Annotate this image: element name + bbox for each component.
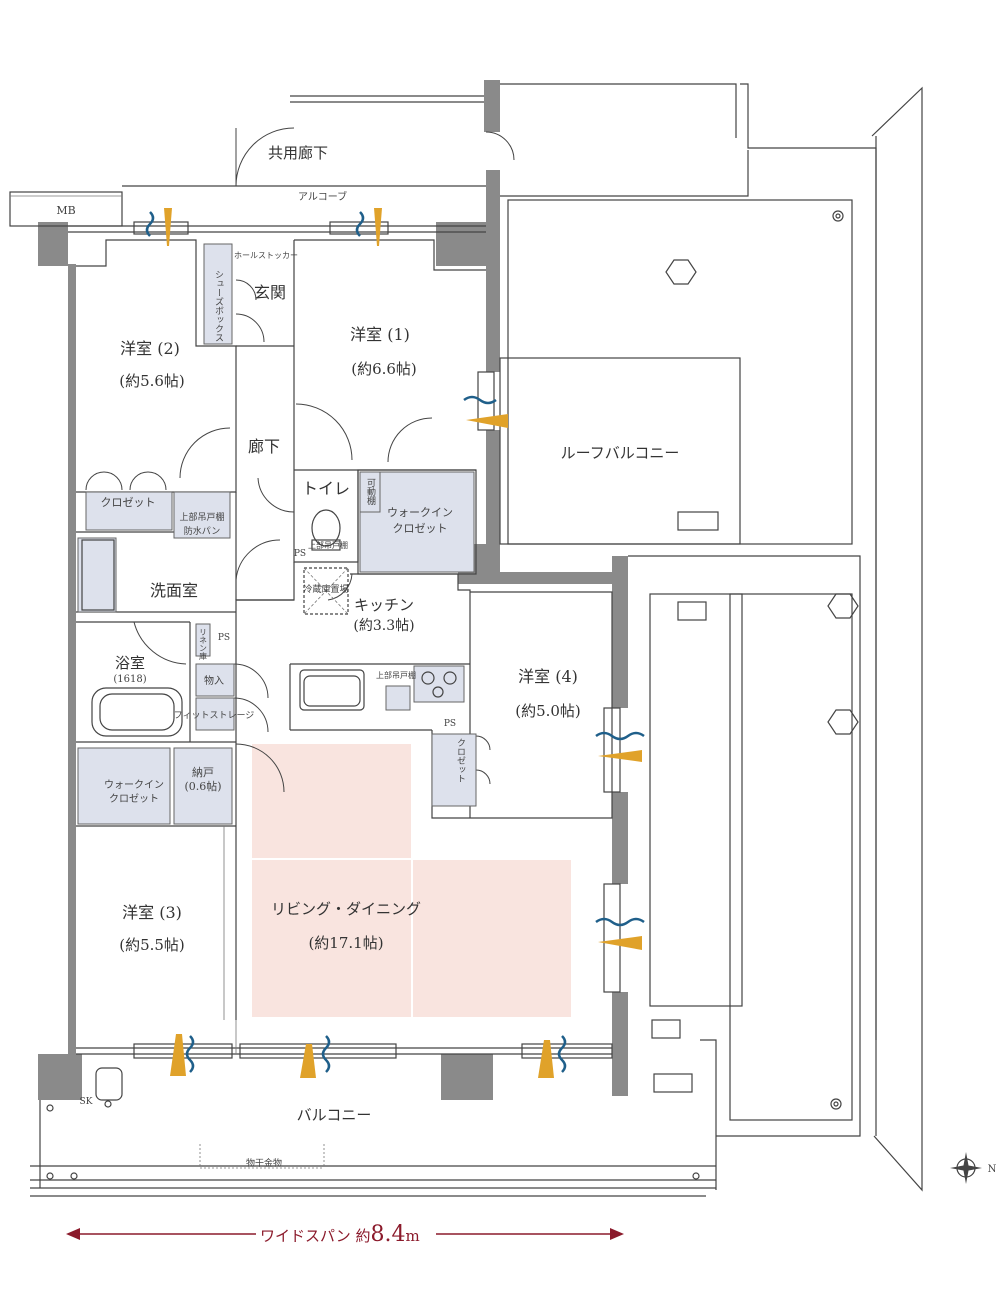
room1-size: (約6.6帖) [351, 360, 417, 378]
interior-lines [68, 225, 613, 1055]
entrance-label: 玄関 [254, 283, 286, 302]
ldk-name: リビング・ダイニング [271, 900, 421, 918]
width-span-text: ワイドスパン 約8.4m [260, 1222, 420, 1247]
corridor-label: 共用廊下 [268, 144, 328, 162]
width-span-prefix: ワイドスパン 約 [260, 1227, 371, 1245]
movable-shelf-label: 可動棚 [365, 478, 376, 506]
washpan-label: 防水パン [184, 525, 220, 537]
drying-label: 物干金物 [246, 1157, 282, 1169]
nando-size: (0.6帖) [184, 780, 221, 793]
mb-label: MB [56, 204, 75, 217]
linen-label: リネン庫 [199, 628, 208, 661]
sk-label: SK [80, 1097, 93, 1107]
room3-size: (約5.5帖) [119, 936, 185, 954]
wic-label: ウォークイン [387, 506, 453, 519]
wic-b-label: ウォークイン [104, 779, 164, 791]
alcove-label: アルコーブ [298, 190, 347, 203]
living-dining-highlight [252, 744, 571, 1017]
width-span-unit: m [406, 1227, 420, 1245]
ps-label-1: PS [294, 549, 306, 559]
room4-name: 洋室 (4) [518, 667, 578, 686]
room4-size: (約5.0帖) [515, 702, 581, 720]
upper-cabinet-kitchen-label: 上部吊戸棚 [376, 670, 416, 680]
wic-b-label-2: クロゼット [109, 793, 159, 805]
ps-label-2: PS [218, 633, 230, 643]
kitchen-name: キッチン [354, 596, 414, 614]
fit-storage-label: フィットストレージ [174, 711, 255, 721]
balcony-label: バルコニー [297, 1106, 372, 1124]
washroom-label: 洗面室 [150, 581, 198, 600]
kitchen-size: (約3.3帖) [353, 618, 414, 634]
hall-stocker-label: ホールストッカー [234, 251, 298, 260]
storage-label: 物入 [204, 674, 224, 687]
ldk-size: (約17.1帖) [308, 934, 383, 952]
room3-name: 洋室 (3) [122, 903, 182, 922]
room1-name: 洋室 (1) [350, 325, 410, 344]
vent-markers [145, 208, 645, 1078]
shoe-box-label: シューズボックス [213, 270, 224, 342]
width-span: ワイドスパン 約8.4m [66, 1222, 624, 1247]
bath-name: 浴室 [115, 654, 145, 672]
bath-size: (1618) [113, 674, 146, 685]
unit-walls [38, 80, 628, 1100]
ps-label-3: PS [444, 719, 456, 729]
nando-name: 納戸 [192, 766, 214, 779]
wic-label-2: クロゼット [393, 522, 448, 535]
compass-icon: N [950, 1152, 997, 1184]
compass-north-label: N [988, 1164, 997, 1175]
closet-label: クロゼット [101, 496, 156, 509]
room2-name: 洋室 (2) [120, 339, 180, 358]
closet4-label: クロゼット [455, 738, 466, 783]
width-span-value: 8.4 [371, 1222, 406, 1247]
doors [85, 127, 580, 819]
toilet-label: トイレ [302, 479, 350, 498]
roof-balcony-label: ルーフバルコニー [561, 444, 680, 462]
hallway-label: 廊下 [248, 437, 280, 456]
fridge-label: 冷蔵庫置場 [303, 583, 348, 595]
fixtures [46, 509, 700, 1180]
exterior-lines [9, 83, 923, 1197]
storage-blocks [77, 243, 477, 825]
roof-drain-icons [665, 210, 859, 1110]
room2-size: (約5.6帖) [119, 372, 185, 390]
upper-cabinet-toilet-label: 上部吊戸棚 [308, 540, 348, 550]
upper-cabinet-label: 上部吊戸棚 [179, 511, 224, 523]
